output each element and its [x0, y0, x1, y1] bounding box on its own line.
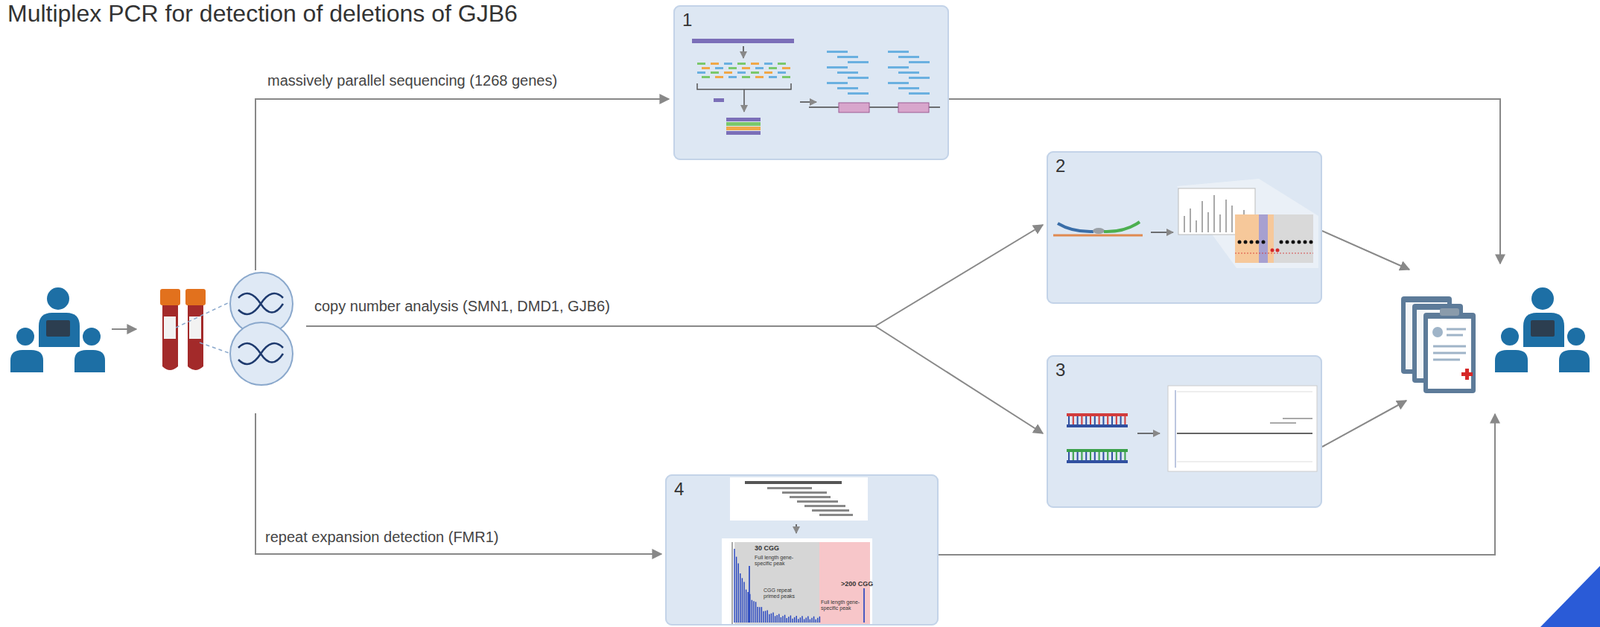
mlpa-illustration: [1053, 178, 1319, 269]
blood-tubes: [160, 289, 231, 371]
callout-number: 2: [1055, 155, 1066, 177]
array-illustration: [1066, 385, 1317, 472]
chart-annotation: CGG repeat primed peaks: [763, 587, 809, 600]
corner-accent: [1540, 566, 1600, 627]
callout-number: 3: [1055, 359, 1066, 381]
chart-annotation: 30 CGG: [754, 544, 780, 552]
chart-annotation: Full length gene-specific peak: [754, 554, 797, 567]
method-panel: 430 CGGFull length gene-specific peakCGG…: [665, 474, 939, 626]
flow-arrow: [111, 328, 137, 330]
branch-label: massively parallel sequencing (1268 gene…: [267, 72, 558, 90]
method-panel: 2: [1046, 151, 1323, 304]
repeat-illustration: [721, 477, 873, 625]
clinician-icon: [1494, 287, 1590, 373]
flow-lines: [255, 99, 1501, 555]
callout-number: 1: [682, 9, 692, 31]
branch-label: repeat expansion detection (FMR1): [265, 528, 500, 546]
chart-annotation: Full length gene-specific peak: [820, 599, 865, 612]
clinician-icon: [10, 287, 106, 373]
sequencing-illustration: [691, 38, 941, 135]
method-panel: 1: [673, 5, 949, 161]
branch-label: copy number analysis (SMN1, DMD1, GJB6): [314, 297, 611, 316]
chart-annotation: >200 CGG: [840, 580, 874, 588]
diagram-title: Multiplex PCR for detection of deletions…: [7, 0, 518, 28]
callout-number: 4: [674, 478, 684, 500]
dna-samples: [230, 272, 293, 386]
box-fills: [665, 5, 1323, 626]
report-clipboards: [1401, 296, 1476, 394]
method-panel: 3: [1046, 355, 1323, 509]
